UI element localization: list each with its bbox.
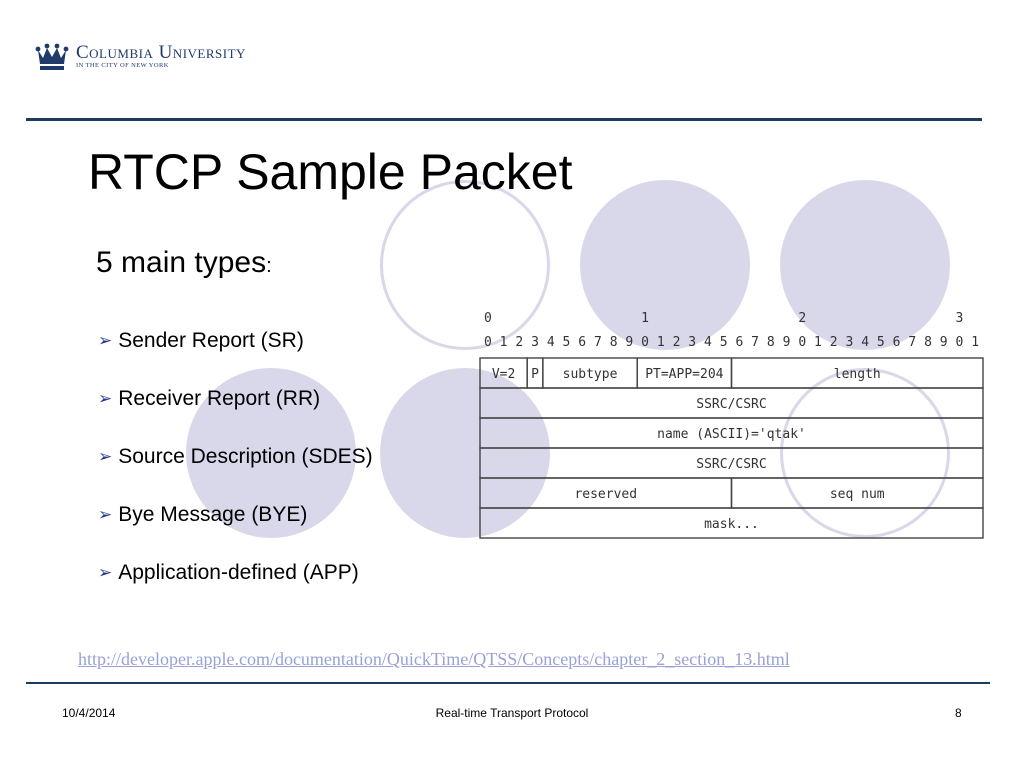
bullet-item: ➢ Application-defined (APP) [98, 544, 373, 602]
bullet-item: ➢ Sender Report (SR) [98, 312, 373, 370]
octet-label: 1 [641, 311, 649, 326]
bit-label: 0 [956, 335, 964, 350]
packet-field-label: SSRC/CSRC [696, 397, 766, 412]
subtitle-text: 5 main types [96, 246, 267, 279]
packet-field-label: P [531, 367, 539, 382]
octet-label: 3 [956, 311, 964, 326]
bit-label: 2 [673, 335, 681, 350]
bullet-item: ➢ Receiver Report (RR) [98, 370, 373, 428]
bit-label: 6 [893, 335, 901, 350]
bit-label: 2 [830, 335, 838, 350]
packet-field-cell [479, 507, 984, 539]
decorative-circle [580, 180, 750, 350]
decorative-circle [780, 180, 950, 350]
logo-tagline: In the City of New York [76, 61, 169, 69]
slide-subtitle: 5 main types: [96, 246, 272, 280]
bit-label: 3 [531, 335, 539, 350]
packet-field-label: reserved [574, 487, 637, 502]
bullet-item: ➢ Bye Message (BYE) [98, 486, 373, 544]
arrow-bullet-icon: ➢ [98, 331, 113, 350]
bit-label: 5 [877, 335, 885, 350]
bit-label: 1 [657, 335, 665, 350]
bit-label: 3 [845, 335, 853, 350]
slide-title: RTCP Sample Packet [88, 144, 573, 200]
footer-date: 10/4/2014 [62, 706, 116, 720]
bullet-list: ➢ Sender Report (SR) ➢ Receiver Report (RR… [98, 312, 373, 602]
packet-field-label: length [834, 367, 881, 382]
bit-label: 4 [547, 335, 555, 350]
arrow-bullet-icon: ➢ [98, 505, 113, 524]
decorative-circle [380, 180, 550, 350]
bit-label: 1 [500, 335, 508, 350]
bit-label: 7 [908, 335, 916, 350]
bit-label: 8 [610, 335, 618, 350]
packet-field-label: subtype [563, 367, 618, 382]
bullet-text: Bye Message (BYE) [118, 503, 308, 526]
reference-link[interactable]: http://developer.apple.com/documentation… [78, 649, 790, 669]
octet-label: 0 [484, 311, 492, 326]
bit-label: 9 [783, 335, 791, 350]
packet-field-label: SSRC/CSRC [696, 457, 766, 472]
packet-field-label: PT=APP=204 [645, 367, 723, 382]
bit-label: 1 [971, 335, 979, 350]
bit-label: 7 [751, 335, 759, 350]
bit-label: 7 [594, 335, 602, 350]
bit-label: 6 [578, 335, 586, 350]
crown-icon [35, 43, 69, 70]
bit-label: 6 [735, 335, 743, 350]
decorative-circle [780, 368, 950, 538]
header-divider [26, 118, 982, 121]
bullet-text: Application-defined (APP) [118, 561, 359, 584]
logo-name: Columbia University [76, 41, 246, 63]
decorative-circle [186, 368, 356, 538]
bit-label: 0 [484, 335, 492, 350]
packet-field-label: V=2 [492, 367, 515, 382]
bit-label: 0 [641, 335, 649, 350]
arrow-bullet-icon: ➢ [98, 389, 113, 408]
subtitle-colon: : [266, 255, 272, 277]
bit-label: 0 [798, 335, 806, 350]
bit-label: 4 [704, 335, 712, 350]
footer-divider [26, 682, 990, 684]
bit-label: 2 [515, 335, 523, 350]
bit-label: 4 [861, 335, 869, 350]
bit-label: 8 [924, 335, 932, 350]
footer-title: Real-time Transport Protocol [435, 706, 589, 720]
bullet-text: Sender Report (SR) [118, 329, 304, 352]
arrow-bullet-icon: ➢ [98, 447, 113, 466]
decorative-circle [380, 368, 550, 538]
bit-label: 9 [625, 335, 633, 350]
bullet-text: Source Description (SDES) [118, 445, 373, 468]
bit-label: 9 [940, 335, 948, 350]
arrow-bullet-icon: ➢ [98, 563, 113, 582]
bit-label: 3 [688, 335, 696, 350]
packet-field-label: mask... [704, 517, 759, 532]
bullet-text: Receiver Report (RR) [118, 387, 321, 410]
octet-label: 2 [798, 311, 806, 326]
bit-label: 1 [814, 335, 822, 350]
bit-label: 8 [767, 335, 775, 350]
university-logo: Columbia University In the City of New Y… [34, 40, 246, 72]
packet-field-label: name (ASCII)='qtak' [657, 427, 806, 442]
packet-field-label: seq num [830, 487, 885, 502]
bit-label: 5 [720, 335, 728, 350]
page-number: 8 [955, 706, 962, 720]
bit-label: 5 [563, 335, 571, 350]
bullet-item: ➢ Source Description (SDES) [98, 428, 373, 486]
